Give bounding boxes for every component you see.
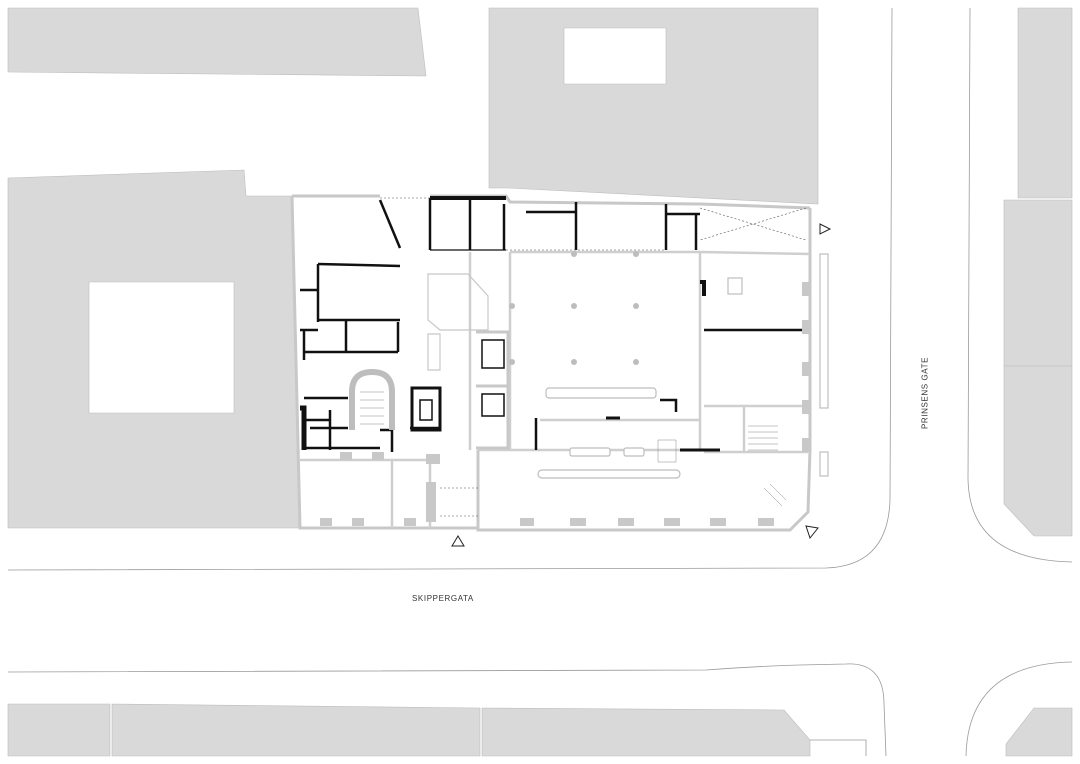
stair-curved — [349, 368, 395, 430]
block-right-top — [1017, 7, 1073, 199]
block-left-courtyard — [7, 169, 301, 529]
street-curbs — [7, 7, 1073, 757]
counters — [537, 253, 829, 479]
building-outer-walls — [290, 194, 812, 532]
block-right-bottom — [1003, 365, 1073, 537]
stair-central — [427, 273, 510, 450]
street-label-skippergata: SKIPPERGATA — [412, 594, 474, 603]
interior-walls-new — [300, 196, 802, 452]
block-top-middle — [488, 7, 819, 205]
street-label-prinsens-gate: PRINSENS GATE — [920, 356, 930, 430]
entrance-marker-icon — [451, 535, 465, 547]
entrance-marker-icon — [805, 525, 819, 540]
block-bottom-middle — [111, 703, 481, 757]
facade-pilasters — [320, 282, 810, 526]
neighbour-blocks — [7, 7, 1073, 757]
block-right-middle — [1003, 199, 1073, 367]
block-top-left — [7, 7, 427, 77]
block-bottom-far-right — [1005, 707, 1073, 757]
stair-right — [657, 425, 787, 507]
block-bottom-right — [481, 707, 811, 757]
entrance-markers — [451, 223, 832, 547]
door-openings — [380, 197, 807, 517]
entrance-marker-icon — [819, 223, 832, 235]
block-bottom-left — [7, 703, 111, 757]
stair-curved-steps — [360, 391, 384, 425]
hall-columns — [509, 251, 639, 365]
